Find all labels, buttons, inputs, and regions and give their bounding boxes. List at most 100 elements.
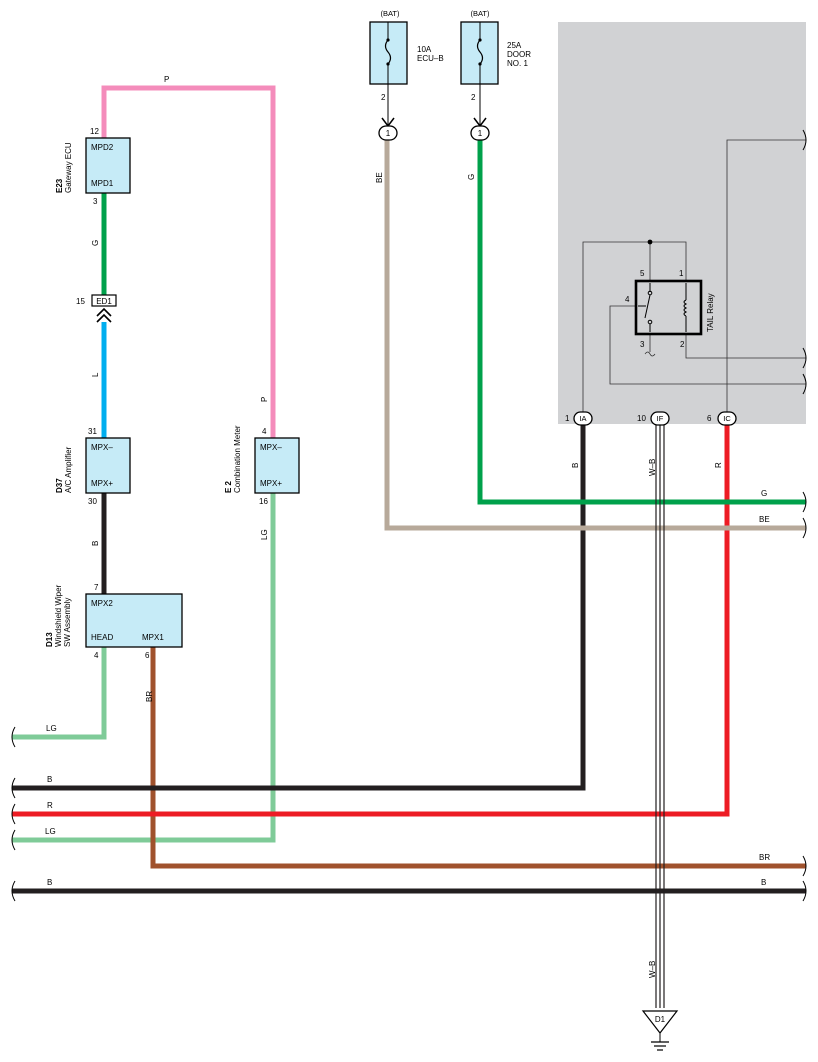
svg-text:D13: D13 <box>45 632 54 647</box>
svg-text:MPX–: MPX– <box>260 443 282 452</box>
svg-text:4: 4 <box>94 651 99 660</box>
gateway-ecu: MPD2 MPD1 12 3 E23 Gateway ECU <box>55 127 131 206</box>
wire-w-b <box>655 424 665 1008</box>
junction-connector-ed1: 15 ED1 <box>76 294 117 323</box>
svg-text:12: 12 <box>90 127 99 136</box>
wire-labels: P G L B P LG BR BE G B W–B R W–B LG B R … <box>45 75 770 978</box>
svg-text:10: 10 <box>637 414 646 423</box>
label-p-top: P <box>164 75 169 84</box>
svg-text:SW Assembly: SW Assembly <box>63 598 72 647</box>
connector-ic: 6 IC <box>707 411 737 426</box>
svg-text:ECU–B: ECU–B <box>417 54 444 63</box>
wire-g-fuse <box>477 140 806 505</box>
svg-text:E23: E23 <box>55 178 64 193</box>
svg-text:25A: 25A <box>507 41 522 50</box>
fuse-ecu-b: (BAT) 10A ECU–B 2 1 <box>369 9 444 141</box>
svg-text:MPX+: MPX+ <box>91 479 113 488</box>
label-br-vertical: BR <box>145 691 154 702</box>
svg-text:15: 15 <box>76 297 85 306</box>
fuse-door-no-1: (BAT) 25A DOOR NO. 1 2 1 <box>460 9 531 141</box>
wire-break-marks-left <box>11 726 16 902</box>
svg-text:4: 4 <box>262 427 267 436</box>
svg-text:A/C Amplifier: A/C Amplifier <box>64 446 73 493</box>
combination-meter: MPX– MPX+ 4 16 E 2 Combination Meter <box>224 425 300 506</box>
svg-text:D1: D1 <box>655 1015 666 1024</box>
svg-text:DOOR: DOOR <box>507 50 531 59</box>
label-r-ic: R <box>714 462 723 468</box>
label-r-left: R <box>47 801 53 810</box>
label-g-fuse: G <box>467 174 476 180</box>
svg-text:10A: 10A <box>417 45 432 54</box>
svg-text:MPX2: MPX2 <box>91 599 113 608</box>
svg-text:3: 3 <box>93 197 98 206</box>
tail-relay: 5 1 4 3 2 TAIL Relay <box>582 139 806 413</box>
junction-block-area <box>558 22 806 424</box>
svg-text:3: 3 <box>640 340 645 349</box>
svg-text:MPD2: MPD2 <box>91 143 114 152</box>
label-l: L <box>91 372 100 377</box>
svg-text:MPX+: MPX+ <box>260 479 282 488</box>
svg-text:Gateway ECU: Gateway ECU <box>64 142 73 193</box>
wire-r-ic <box>12 424 730 817</box>
svg-text:1: 1 <box>386 129 391 138</box>
label-b-ia: B <box>571 463 580 468</box>
svg-text:MPD1: MPD1 <box>91 179 114 188</box>
svg-text:(BAT): (BAT) <box>470 9 490 18</box>
svg-text:2: 2 <box>680 340 685 349</box>
ground-d1: D1 <box>641 1010 679 1051</box>
connector-ia: 1 IA <box>565 411 593 426</box>
svg-text:1: 1 <box>478 129 483 138</box>
wire-be-fuse <box>384 140 806 531</box>
label-wb-bottom: W–B <box>648 961 657 978</box>
label-lg-left-2: LG <box>45 827 56 836</box>
svg-text:16: 16 <box>259 497 268 506</box>
svg-text:2: 2 <box>381 93 386 102</box>
label-p-meter: P <box>260 397 269 402</box>
wire-b-ia <box>12 424 586 791</box>
wire-break-marks-right <box>802 491 807 902</box>
label-b-left-2: B <box>47 878 52 887</box>
relay-break-marks <box>802 129 807 395</box>
svg-text:TAIL Relay: TAIL Relay <box>706 293 715 332</box>
wire-lg-meter <box>12 493 276 843</box>
wire-br <box>150 647 806 869</box>
svg-text:6: 6 <box>145 651 150 660</box>
svg-text:30: 30 <box>88 497 97 506</box>
label-br-right: BR <box>759 853 770 862</box>
wire-lg-head <box>12 647 107 740</box>
svg-text:2: 2 <box>471 93 476 102</box>
svg-text:MPX1: MPX1 <box>142 633 164 642</box>
label-be-right: BE <box>759 515 770 524</box>
label-b-right: B <box>761 878 766 887</box>
svg-text:Combination Meter: Combination Meter <box>233 425 242 493</box>
label-lg-meter: LG <box>260 529 269 540</box>
label-g-gateway: G <box>91 240 100 246</box>
svg-text:NO. 1: NO. 1 <box>507 59 528 68</box>
svg-text:E 2: E 2 <box>224 480 233 493</box>
label-b-left-1: B <box>47 775 52 784</box>
label-b-amplifier: B <box>91 541 100 546</box>
svg-text:Windshield Wiper: Windshield Wiper <box>54 584 63 647</box>
ac-amplifier: MPX– MPX+ 31 30 D37 A/C Amplifier <box>55 427 131 506</box>
wire-p <box>101 85 276 438</box>
label-g-right: G <box>761 489 767 498</box>
svg-text:IF: IF <box>657 414 664 423</box>
windshield-wiper-sw-assembly: MPX2 HEAD MPX1 7 4 6 D13 Windshield Wipe… <box>45 583 183 660</box>
svg-text:4: 4 <box>625 295 630 304</box>
svg-text:ED1: ED1 <box>96 297 112 306</box>
svg-text:D37: D37 <box>55 478 64 493</box>
label-be-fuse: BE <box>375 172 384 183</box>
connector-if: 10 IF <box>637 411 670 426</box>
svg-text:(BAT): (BAT) <box>380 9 400 18</box>
svg-text:6: 6 <box>707 414 712 423</box>
svg-text:5: 5 <box>640 269 645 278</box>
svg-text:1: 1 <box>565 414 570 423</box>
svg-text:IA: IA <box>579 414 586 423</box>
svg-text:7: 7 <box>94 583 99 592</box>
label-lg-left-1: LG <box>46 724 57 733</box>
svg-text:31: 31 <box>88 427 97 436</box>
label-wb-top: W–B <box>648 459 657 476</box>
svg-text:IC: IC <box>723 414 731 423</box>
svg-text:HEAD: HEAD <box>91 633 113 642</box>
